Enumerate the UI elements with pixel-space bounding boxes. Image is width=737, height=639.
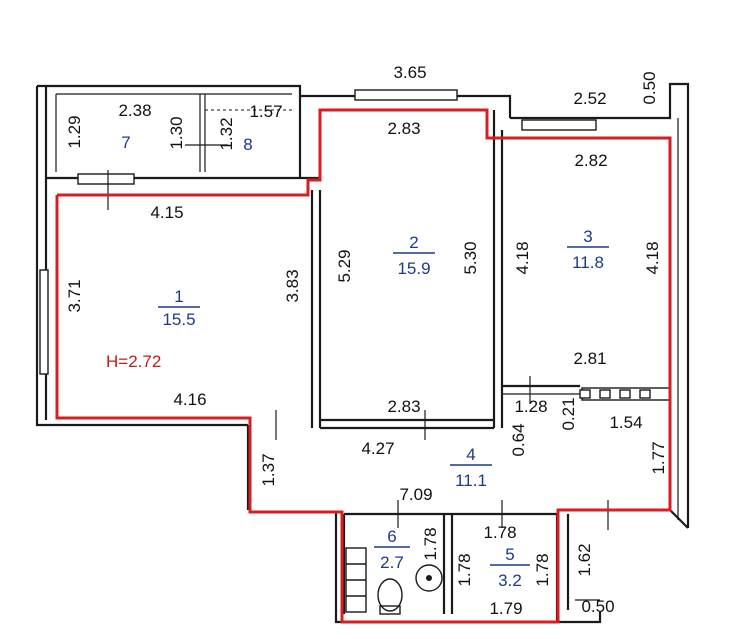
dim-top-right-wall: 0.50 bbox=[640, 71, 659, 104]
room-2-number: 2 bbox=[409, 233, 418, 252]
room-6-area: 2.7 bbox=[380, 553, 404, 572]
dim-hall-right: 1.77 bbox=[649, 441, 668, 474]
dim-balcony-mid-height: 1.30 bbox=[167, 116, 186, 149]
room-8-number: 8 bbox=[243, 135, 252, 154]
dim-room1-bottom: 4.16 bbox=[173, 390, 206, 409]
room-5-area: 3.2 bbox=[498, 571, 522, 590]
dim-room2-top: 2.83 bbox=[387, 119, 420, 138]
dim-room1-left: 3.71 bbox=[65, 279, 84, 312]
room-7-number: 7 bbox=[121, 133, 130, 152]
outer-wall-left bbox=[35, 86, 248, 427]
counter-seg-2 bbox=[599, 389, 611, 399]
room-6-number: 6 bbox=[387, 527, 396, 546]
room-1-number: 1 bbox=[174, 287, 183, 306]
ceiling-height-label: H=2.72 bbox=[106, 352, 161, 371]
dim-hall-width-a: 1.28 bbox=[514, 397, 547, 416]
room-labels: 1 15.5 2 15.9 3 11.8 4 11.1 5 3.2 6 2.7 … bbox=[106, 133, 609, 590]
dim-hall-width-c: 1.54 bbox=[609, 413, 642, 432]
dim-room2-right: 5.30 bbox=[461, 241, 480, 274]
dim-hall-bottom: 7.09 bbox=[399, 485, 432, 504]
dim-balcony-right-width: 1.57 bbox=[249, 102, 282, 121]
dim-room1-right: 3.83 bbox=[283, 269, 302, 302]
dim-top-right-width: 2.52 bbox=[573, 89, 606, 108]
dim-bath5-right: 1.78 bbox=[533, 553, 552, 586]
dim-right-lower: 1.62 bbox=[575, 543, 594, 576]
window-room1-top bbox=[77, 173, 135, 185]
dim-bottom-right-wall: 0.50 bbox=[581, 597, 614, 616]
counter-seg-3 bbox=[619, 389, 631, 399]
counter-seg-1 bbox=[579, 389, 591, 399]
dim-bath5-top: 1.78 bbox=[483, 523, 516, 542]
dim-room1-top: 4.15 bbox=[150, 203, 183, 222]
sink-icon bbox=[415, 564, 443, 592]
apartment-outline bbox=[55, 108, 672, 624]
room-4-number: 4 bbox=[466, 445, 475, 464]
dim-room3-top: 2.82 bbox=[574, 151, 607, 170]
dim-balcony-right-height: 1.32 bbox=[217, 117, 236, 150]
dim-room2-bottom: 2.83 bbox=[387, 397, 420, 416]
room-4-area: 11.1 bbox=[455, 471, 487, 490]
counter-seg-4 bbox=[639, 389, 651, 399]
dim-balcony-left-height: 1.29 bbox=[65, 115, 84, 148]
room-3-number: 3 bbox=[583, 227, 592, 246]
dim-hall-top: 4.27 bbox=[361, 439, 394, 458]
window-room1-left bbox=[39, 269, 49, 375]
dim-hall-width-b: 0.21 bbox=[559, 397, 578, 430]
dim-balcony-left-width: 2.38 bbox=[118, 101, 151, 120]
window-room3 bbox=[521, 119, 597, 131]
room-3-area: 11.8 bbox=[572, 253, 604, 272]
room-5-number: 5 bbox=[505, 545, 514, 564]
dim-hall-left: 1.37 bbox=[259, 453, 278, 486]
dim-hall-height-a: 0.64 bbox=[509, 423, 528, 456]
dim-bath5-left: 1.78 bbox=[455, 553, 474, 586]
dim-top-total: 3.65 bbox=[393, 63, 426, 82]
window-room2 bbox=[354, 89, 458, 101]
dimension-labels: 3.65 0.50 2.52 2.38 1.57 1.29 1.30 1.32 … bbox=[65, 63, 668, 618]
dim-room3-right: 4.18 bbox=[643, 241, 662, 274]
dim-bath5-bottom: 1.79 bbox=[489, 599, 522, 618]
toilet-icon bbox=[377, 578, 403, 612]
bathroom-fixtures bbox=[345, 547, 443, 615]
dim-room3-bottom: 2.81 bbox=[573, 349, 606, 368]
room-1-area: 15.5 bbox=[162, 310, 195, 329]
dim-bath6-height: 1.78 bbox=[421, 527, 440, 560]
dim-room2-left: 5.29 bbox=[335, 249, 354, 282]
outer-wall-right bbox=[510, 82, 690, 528]
wall-corner-right bbox=[669, 509, 689, 529]
room-2-area: 15.9 bbox=[397, 259, 430, 278]
dim-room3-left: 4.18 bbox=[513, 241, 532, 274]
